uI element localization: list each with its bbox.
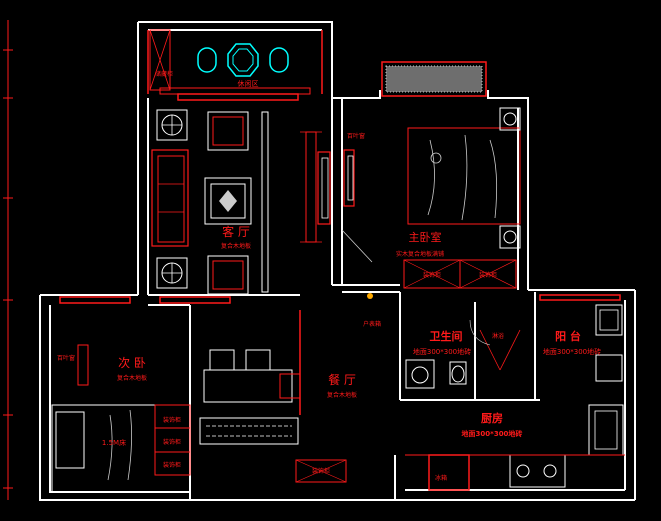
label-second-cab1: 装饰柜: [163, 416, 181, 424]
walls: [39, 21, 636, 501]
label-dining: 餐 厅: [328, 372, 356, 387]
label-balcony-right: 阳 台: [555, 329, 581, 343]
label-master-tv: 百叶窗: [347, 132, 365, 140]
label-master-cab2: 装饰柜: [479, 271, 497, 279]
label-second-cab2: 装饰柜: [163, 438, 181, 446]
label-master-floor: 实木复合地板满铺: [396, 250, 444, 258]
second-furniture: [51, 344, 191, 493]
label-kitchen-floor: 地面300*300地砖: [462, 429, 523, 438]
wet-area-furniture: [405, 304, 625, 488]
label-living: 客 厅: [222, 224, 250, 239]
label-master: 主卧室: [409, 230, 442, 244]
label-bath: 卫生间: [430, 329, 463, 343]
dining-furniture: [199, 349, 347, 483]
label-bath-floor: 地面300*300地砖: [413, 347, 471, 356]
label-second-floor: 复合木地板: [117, 374, 147, 382]
label-second: 次 卧: [118, 356, 146, 370]
label-wardrobe: 储藏柜: [155, 70, 173, 78]
label-bath-shower: 淋浴: [492, 332, 504, 340]
label-balcony-right-floor: 地面300*300地砖: [543, 347, 601, 356]
dimension-marks: [3, 20, 13, 500]
label-dining-floor: 复合木地板: [327, 391, 357, 399]
label-master-cab1: 装饰柜: [423, 271, 441, 279]
label-second-bed-size: 1.5M床: [102, 438, 126, 447]
label-entry: 户表箱: [363, 320, 381, 328]
label-living-floor: 复合木地板: [221, 242, 251, 250]
balcony-top-furniture: [149, 29, 311, 95]
label-fridge: 冰箱: [435, 474, 447, 482]
label-second-tv: 百叶窗: [57, 354, 75, 362]
master-furniture: [341, 107, 521, 299]
label-dining-cab: 装饰柜: [312, 467, 330, 475]
label-second-cab3: 装饰柜: [163, 461, 181, 469]
label-kitchen: 厨房: [481, 411, 503, 425]
text-labels: 休闲区 储藏柜 客 厅 复合木地板 百叶窗 主卧室 实木复合地板满铺 装饰柜 装…: [57, 70, 601, 482]
planter-pattern: [381, 61, 487, 97]
label-balcony-top: 休闲区: [238, 79, 259, 88]
living-furniture: [151, 109, 331, 295]
